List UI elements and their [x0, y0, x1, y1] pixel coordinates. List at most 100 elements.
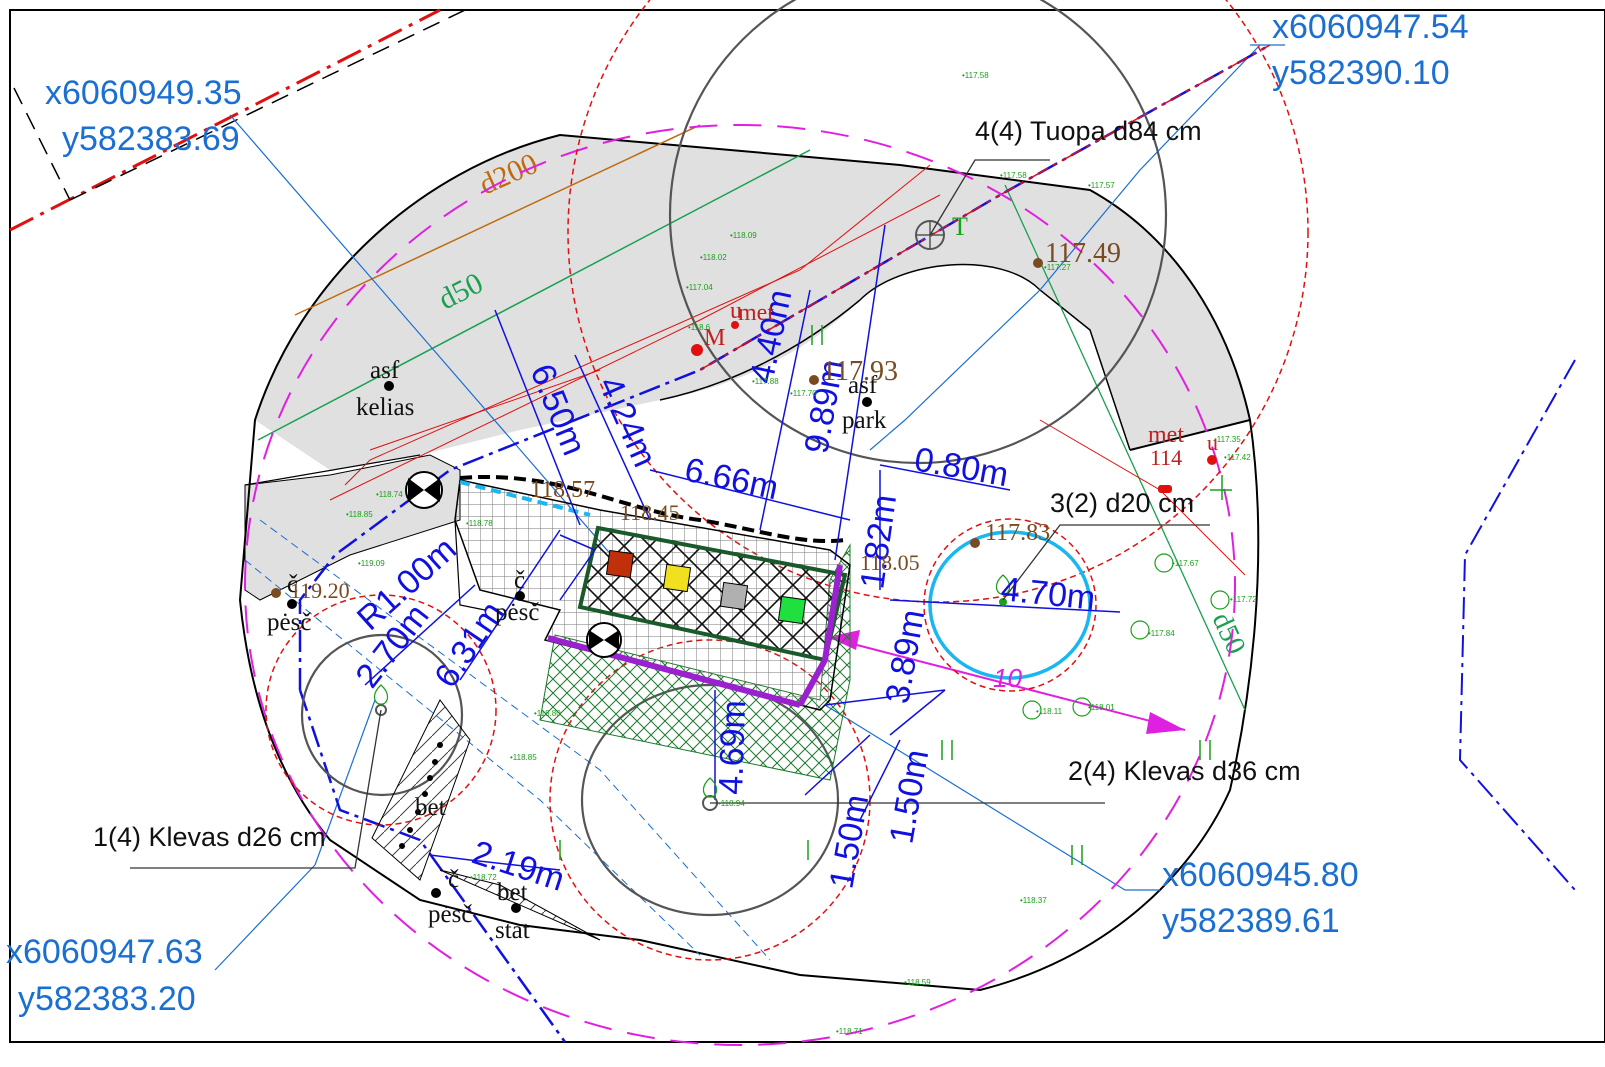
dim-label: 1.50m — [822, 792, 876, 892]
svg-text:118.45: 118.45 — [620, 500, 680, 525]
svg-text:park: park — [842, 407, 887, 434]
svg-text:x6060947.54: x6060947.54 — [1272, 8, 1469, 46]
pipe-d50-label-right: d50 — [1206, 608, 1252, 659]
spot-elevation: •117.57 — [1088, 181, 1115, 190]
svg-text:x6060949.35: x6060949.35 — [45, 74, 242, 112]
svg-text:114: 114 — [1150, 445, 1182, 470]
dim-label: 3.89m — [878, 607, 932, 707]
tree1-label: 1(4) Klevas d26 cm — [93, 822, 326, 852]
svg-text:asf: asf — [370, 357, 400, 384]
svg-text:met: met — [1148, 422, 1184, 448]
svg-text:stat: stat — [495, 917, 530, 944]
elevation-labels: 117.49 117.93 117.83 118.57 118.45 118.0… — [290, 238, 1121, 603]
svg-text:y582383.20: y582383.20 — [18, 980, 196, 1018]
spot-elevation: •118.37 — [1020, 896, 1047, 905]
spot-elevation: •117.27 — [1044, 263, 1071, 272]
svg-text:met: met — [738, 300, 774, 326]
svg-text:asf: asf — [848, 372, 878, 399]
svg-text:č: č — [514, 567, 525, 594]
spot-elevation: •118.85 — [346, 510, 373, 519]
spot-elevation: •117.72 — [1230, 595, 1257, 604]
small-elevations: •117.58 •117.58 •117.57 •118.09 •118.02 •117.… — [346, 71, 1257, 1036]
coord-bottom-left: x6060947.63 y582383.20 — [6, 933, 203, 1018]
shrub-symbols — [1022, 553, 1230, 720]
spot-elevation: •118.72 — [470, 873, 497, 882]
spot-elevation: •119.09 — [358, 559, 385, 568]
spot-elevation: •117.58 — [962, 71, 989, 80]
container-grey — [719, 581, 749, 611]
svg-text:bet: bet — [497, 879, 528, 906]
svg-text:kelias: kelias — [356, 394, 414, 421]
svg-text:x6060945.80: x6060945.80 — [1162, 856, 1359, 894]
neighbor-boundary — [1458, 359, 1576, 891]
blue-reference-lines — [214, 44, 1285, 971]
spot-elevation: •118.74 — [376, 490, 403, 499]
svg-text:y582390.10: y582390.10 — [1272, 54, 1450, 92]
tree3-crown — [928, 530, 1092, 680]
coord-bottom-right: x6060945.80 y582389.61 — [1162, 856, 1359, 940]
spot-elevation: •118.80 — [534, 709, 561, 718]
tree4-label: 4(4) Tuopa d84 cm — [975, 116, 1202, 146]
container-green — [777, 595, 807, 625]
protection-zone — [244, 124, 1236, 1046]
dim-label: 1.50m — [882, 747, 936, 847]
spot-elevation: •118.59 — [904, 978, 931, 987]
tree2-label: 2(4) Klevas d36 cm — [1068, 756, 1301, 786]
svg-text:118.57: 118.57 — [530, 477, 595, 503]
manhole-symbols — [405, 471, 622, 658]
spot-elevation: •118.01 — [1088, 703, 1115, 712]
dim-label: 1.82m — [853, 492, 904, 591]
svg-text:č: č — [287, 571, 298, 598]
svg-text:117.49: 117.49 — [1045, 238, 1121, 269]
coord-top-right: x6060947.54 y582390.10 — [1272, 8, 1469, 92]
dim-label: 4.69m — [712, 700, 753, 796]
spot-elevation: •118.94 — [718, 799, 745, 808]
svg-text:T: T — [952, 212, 968, 241]
svg-text:117.83: 117.83 — [985, 520, 1050, 546]
svg-text:119.20: 119.20 — [290, 578, 350, 603]
dim-label: 0.80m — [912, 440, 1012, 494]
purple-edge-right — [797, 564, 843, 707]
spot-elevation: •117.35 — [1214, 435, 1241, 444]
spot-elevation: •118.02 — [700, 253, 727, 262]
spot-elevation: •117.70 — [790, 389, 817, 398]
svg-text:117.93: 117.93 — [822, 356, 898, 387]
svg-text:č: č — [448, 866, 459, 893]
spot-elevation: •117.88 — [752, 377, 779, 386]
svg-text:118.05: 118.05 — [860, 550, 920, 575]
svg-text:y582383.69: y582383.69 — [62, 120, 240, 158]
spot-elevation: •118.85 — [510, 753, 537, 762]
svg-text:pėsč: pėsč — [495, 599, 539, 626]
curb-line — [459, 475, 846, 543]
surface-labels: asf kelias asf park pėsč pėsč pėsč č č č… — [267, 357, 887, 944]
tree1-symbol — [373, 684, 389, 716]
container-yellow — [662, 563, 692, 593]
tree3-symbol — [995, 574, 1011, 606]
container-red — [605, 549, 635, 579]
utility-labels: met u met u 114 M — [704, 298, 1218, 470]
spot-elevation: •117.42 — [1224, 453, 1251, 462]
svg-text:y582389.61: y582389.61 — [1162, 902, 1340, 940]
spot-elevation: •118.11 — [1036, 707, 1063, 716]
waste-container-area — [577, 525, 848, 663]
dim-label: 6.66m — [681, 451, 781, 508]
spot-elevation: •117.67 — [1172, 559, 1199, 568]
spot-elevation: •118.78 — [466, 519, 493, 528]
svg-text:M: M — [704, 325, 725, 351]
spot-elevation: •117.84 — [1148, 629, 1175, 638]
svg-text:bet: bet — [415, 794, 446, 821]
svg-text:x6060947.63: x6060947.63 — [6, 933, 203, 971]
spot-elevation: •117.58 — [1000, 171, 1027, 180]
stairs — [371, 699, 471, 881]
dimension-lines — [364, 224, 1121, 871]
coord-top-left: x6060949.35 y582383.69 — [45, 74, 242, 158]
svg-text:u: u — [730, 298, 742, 324]
svg-text:pėsč: pėsč — [267, 609, 311, 636]
spot-elevation: •118.71 — [836, 1027, 863, 1036]
road-edge — [9, 8, 466, 232]
spot-elevation: •118.09 — [730, 231, 757, 240]
site-boundary — [238, 133, 1260, 992]
spot-elevation: •118.6 — [688, 323, 711, 332]
zone-number: 10 — [993, 663, 1022, 693]
